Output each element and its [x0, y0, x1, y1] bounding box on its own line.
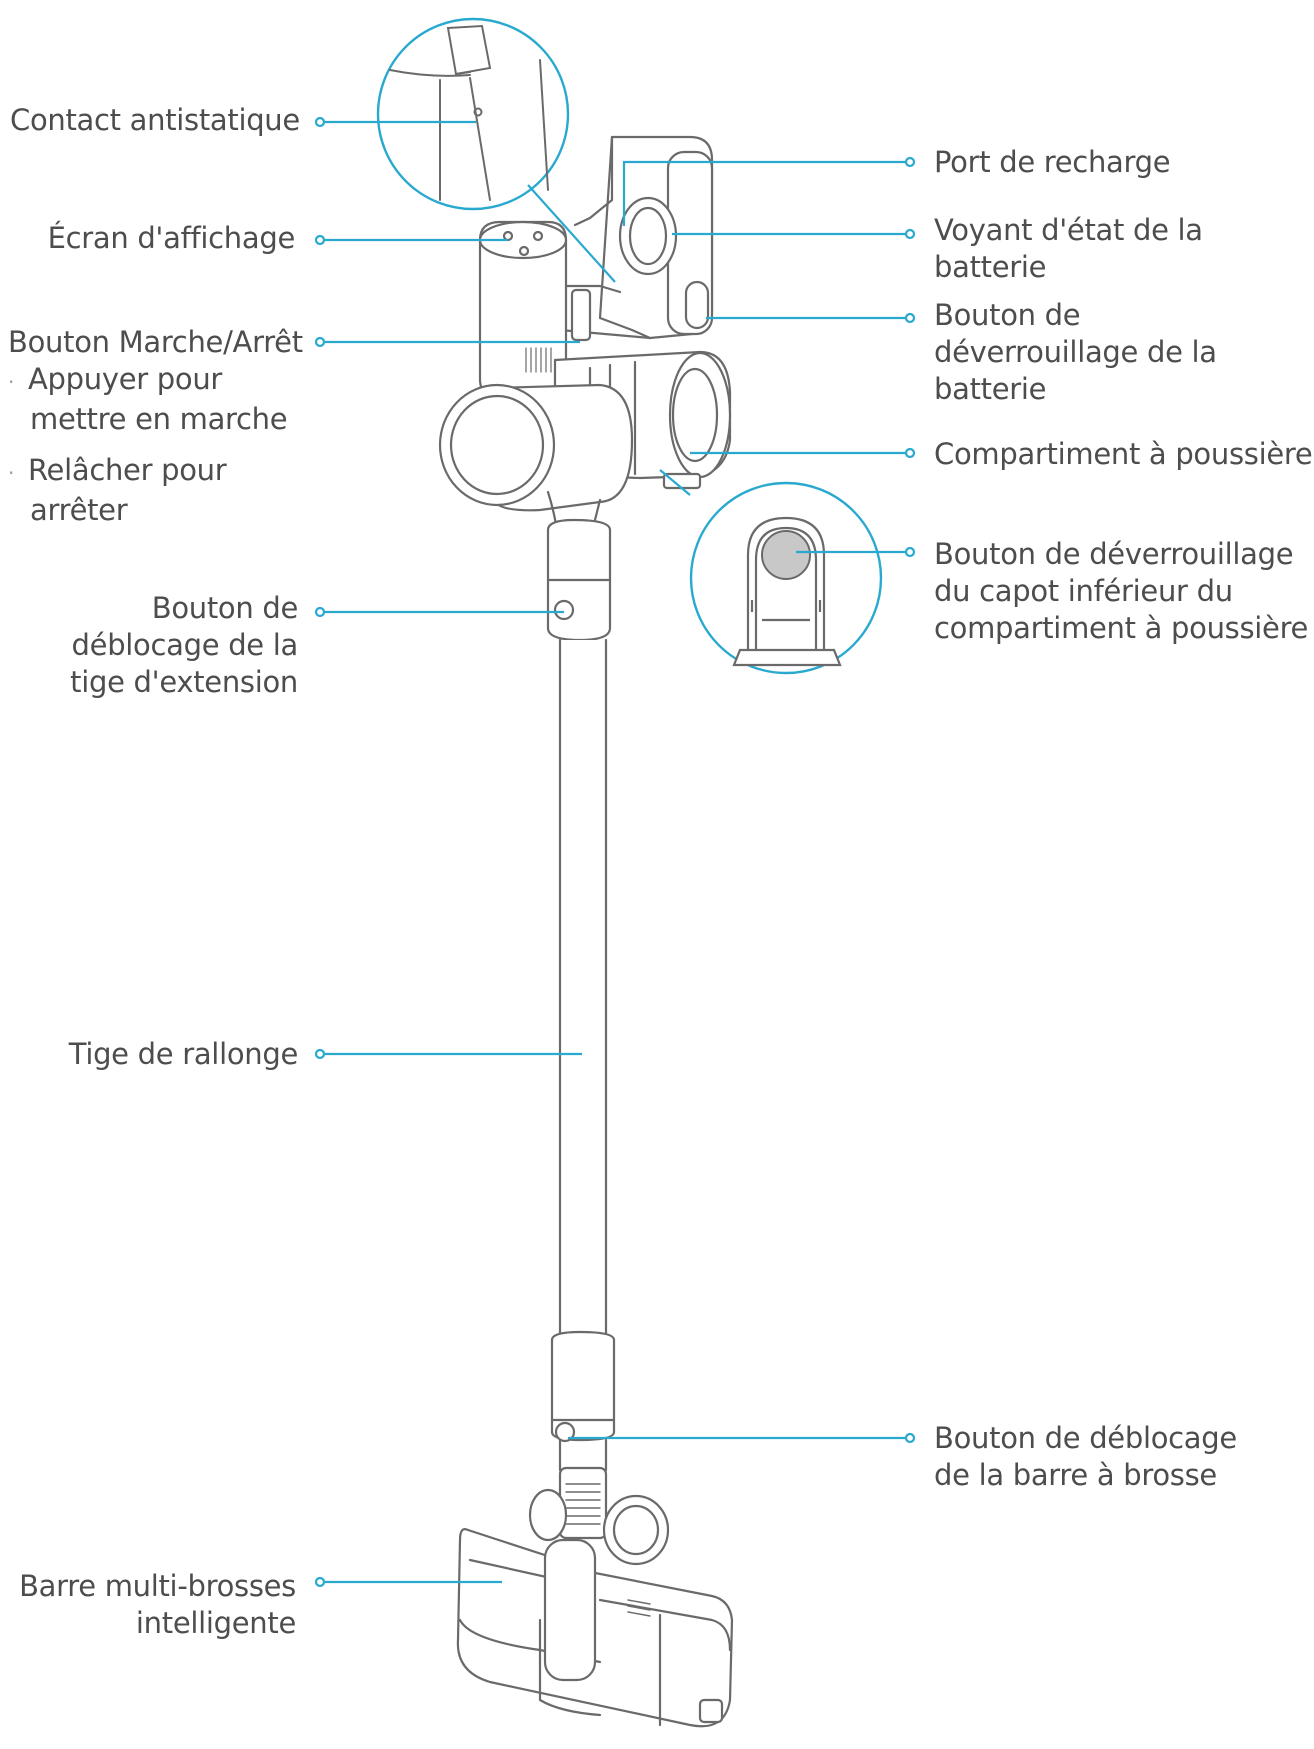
swivel-joint — [528, 1466, 670, 1566]
power-button-title: Bouton Marche/Arrêt — [8, 325, 303, 359]
charging-port-text: Port de recharge — [934, 145, 1171, 179]
dust-compartment-text: Compartiment à poussière — [934, 437, 1313, 471]
power-trigger — [570, 288, 592, 342]
battery-release-button — [684, 280, 710, 330]
dust-cover-latch — [662, 472, 702, 490]
label-dust-cover-release: Bouton de déverrouillage du capot inféri… — [934, 537, 1309, 645]
extension-release-button — [553, 599, 575, 621]
upper-collar — [546, 518, 612, 642]
extension-tube — [558, 638, 608, 1347]
label-brush-release: Bouton de déblocage de la barre à brosse — [934, 1421, 1237, 1492]
extension-tube-text: Tige de rallonge — [68, 1037, 299, 1071]
label-display-screen: Écran d'affichage — [40, 220, 296, 257]
display-screen-text: Écran d'affichage — [47, 221, 296, 255]
power-bullet-2: ·Relâcher pour — [8, 453, 227, 487]
power-bullet-1-cont: mettre en marche — [30, 402, 288, 436]
callout-lines — [314, 116, 916, 1588]
grip-tower — [478, 220, 592, 398]
label-dust-compartment: Compartiment à poussière — [934, 436, 1313, 473]
label-multi-brush: Barre multi-brosses intelligente — [19, 1569, 296, 1640]
inset-antistatic — [376, 17, 616, 283]
vacuum-illustration — [438, 135, 734, 1728]
label-extension-release: Bouton de déblocage de la tige d'extensi… — [70, 591, 298, 699]
label-power-button: Bouton Marche/Arrêt ·Appuyer pour mettre… — [8, 324, 303, 529]
handle — [538, 135, 714, 340]
power-bullet-2-cont: arrêter — [30, 493, 128, 527]
brush-head — [456, 1528, 734, 1728]
vent-slots — [525, 347, 552, 373]
brush-release-button — [554, 1421, 576, 1443]
label-charging-port: Port de recharge — [934, 144, 1171, 181]
lower-collar — [550, 1330, 616, 1472]
power-bullet-1: ·Appuyer pour — [8, 362, 223, 396]
label-antistatic-contact: Contact antistatique — [10, 102, 300, 139]
label-extension-tube: Tige de rallonge — [40, 1036, 299, 1073]
antistatic-contact-text: Contact antistatique — [10, 103, 300, 137]
label-battery-indicator: Voyant d'état de la batterie — [934, 213, 1203, 284]
inset-dust-cover — [659, 469, 883, 675]
label-battery-release: Bouton de déverrouillage de la batterie — [934, 298, 1217, 406]
